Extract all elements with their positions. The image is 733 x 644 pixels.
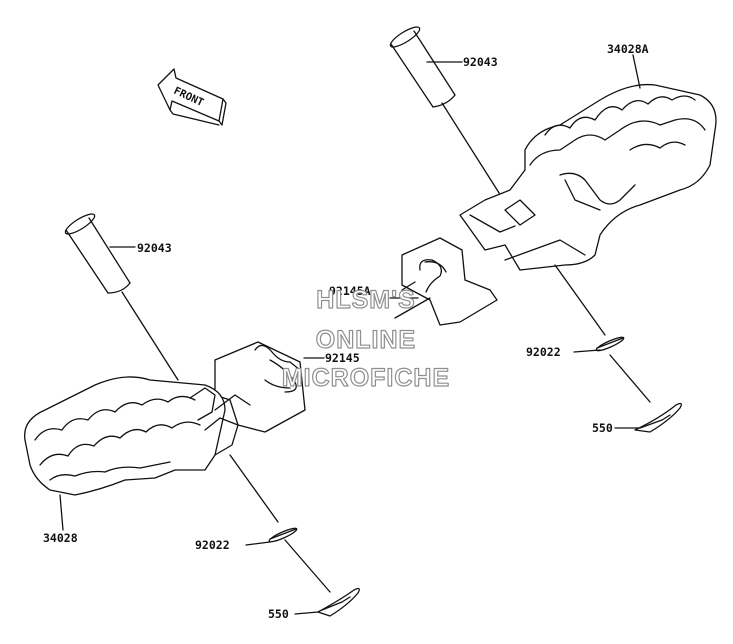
spring-bracket-left xyxy=(214,341,306,433)
part-labels: 92043 34028A 92043 92145A 92145 92022 55… xyxy=(43,42,649,621)
watermark: HLSM'S ONLINE MICROFICHE xyxy=(281,285,450,392)
pin-lower xyxy=(64,213,179,381)
label-pin-upper: 92043 xyxy=(463,55,498,69)
label-footpeg-right: 34028A xyxy=(607,42,649,56)
label-cotter-right: 550 xyxy=(592,421,613,435)
label-cotter-left: 550 xyxy=(268,607,289,621)
label-washer-left: 92022 xyxy=(195,538,230,552)
cotter-pin-left xyxy=(317,587,360,617)
footpeg-right xyxy=(459,83,717,271)
label-washer-right: 92022 xyxy=(526,345,561,359)
label-footpeg-left: 34028 xyxy=(43,531,78,545)
label-spring-a: 92145A xyxy=(329,284,371,298)
spring-bracket-right xyxy=(394,237,498,326)
cotter-pin-right xyxy=(634,402,682,433)
footpeg-left xyxy=(24,376,251,496)
leader-lines xyxy=(229,264,651,593)
front-arrow-icon: FRONT xyxy=(157,68,227,126)
label-leaders xyxy=(59,54,641,615)
watermark-line1: HLSM'S xyxy=(316,286,415,314)
watermark-line2: ONLINE xyxy=(316,326,416,354)
pin-upper xyxy=(389,26,502,197)
label-pin-lower: 92043 xyxy=(137,241,172,255)
label-spring-b: 92145 xyxy=(325,351,360,365)
washer-left xyxy=(268,527,298,543)
watermark-line3: MICROFICHE xyxy=(282,364,450,392)
